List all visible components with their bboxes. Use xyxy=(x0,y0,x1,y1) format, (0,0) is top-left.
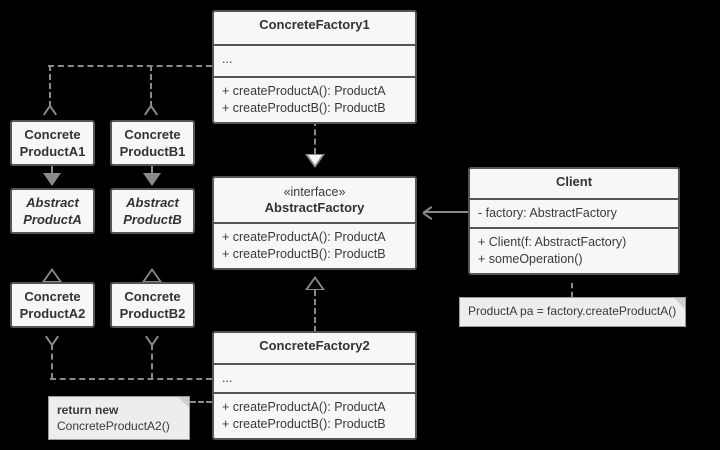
operation-row: + createProductA(): ProductA xyxy=(222,230,386,244)
realization-line-factory2 xyxy=(314,290,316,332)
operation-row: + createProductB(): ProductB xyxy=(222,247,386,261)
dependency-line-factory2-bus xyxy=(50,378,212,380)
class-operations-abstract-factory: + createProductA(): ProductA + createPro… xyxy=(214,222,415,268)
class-name-line-2: ProductA1 xyxy=(19,144,86,159)
attribute-row: - factory: AbstractFactory xyxy=(478,206,617,220)
generalization-arrowhead-abstractproductb-bottom xyxy=(142,268,162,282)
class-name-line-2: ProductB1 xyxy=(119,144,186,159)
association-line-client-abstractfactory xyxy=(425,211,468,213)
note-anchor-client xyxy=(571,283,573,297)
note-anchor-factory2 xyxy=(190,401,212,403)
class-operations-client: + Client(f: AbstractFactory) + someOpera… xyxy=(470,227,678,273)
class-name-concrete-product-a1: Concrete ProductA1 xyxy=(20,126,86,160)
class-name-concrete-factory-1: ConcreteFactory1 xyxy=(259,17,370,32)
operation-row: + createProductB(): ProductB xyxy=(222,417,386,431)
class-operations-concrete-factory-2: + createProductA(): ProductA + createPro… xyxy=(214,392,415,438)
note-text: ProductA pa = factory.createProductA() xyxy=(468,304,677,318)
realization-line-factory1 xyxy=(314,120,316,154)
class-box-concrete-product-a2[interactable]: Concrete ProductA2 xyxy=(10,282,95,328)
dependency-line-factory2-to-producta2 xyxy=(51,344,53,379)
note-factory-code[interactable]: return new ConcreteProductA2() xyxy=(48,396,190,440)
class-name-line-1: Concrete xyxy=(124,289,181,304)
class-name-line-2: ProductB2 xyxy=(119,306,186,321)
operation-row: + createProductA(): ProductA xyxy=(222,84,386,98)
note-text-line-2: ConcreteProductA2() xyxy=(57,419,170,433)
class-name-line-1: Concrete xyxy=(24,127,81,142)
note-fold-corner-icon xyxy=(178,397,189,408)
class-attributes-client: - factory: AbstractFactory xyxy=(470,198,678,227)
attribute-row: ... xyxy=(222,371,233,385)
generalization-arrowhead-abstractproducta-bottom xyxy=(42,268,62,282)
class-name-line-1: Abstract xyxy=(26,195,79,210)
note-client-code[interactable]: ProductA pa = factory.createProductA() xyxy=(459,297,686,327)
dependency-line-factory1-bus xyxy=(48,65,212,67)
realization-arrowhead-factory1 xyxy=(305,154,325,168)
attribute-row: ... xyxy=(222,52,233,66)
generalization-arrowhead-abstractproducta-top xyxy=(43,173,61,186)
operation-row: + createProductB(): ProductB xyxy=(222,101,386,115)
operation-row: + Client(f: AbstractFactory) xyxy=(478,235,627,249)
class-name-line-2: ProductA xyxy=(23,212,82,227)
dependency-line-factory1-to-producta1 xyxy=(49,65,51,107)
class-box-abstract-product-b[interactable]: Abstract ProductB xyxy=(110,188,195,234)
class-header-concrete-factory-2: ConcreteFactory2 xyxy=(214,333,415,363)
generalization-line-productb1 xyxy=(151,165,153,177)
class-box-concrete-factory-2[interactable]: ConcreteFactory2 ... + createProductA():… xyxy=(212,331,417,440)
class-header-abstract-factory: «interface» AbstractFactory xyxy=(214,178,415,222)
generalization-line-producta1 xyxy=(51,165,53,177)
class-name-line-2: ProductB xyxy=(123,212,182,227)
class-box-concrete-factory-1[interactable]: ConcreteFactory1 ... + createProductA():… xyxy=(212,10,417,124)
dependency-line-factory2-to-productb2 xyxy=(151,344,153,379)
class-name-concrete-factory-2: ConcreteFactory2 xyxy=(259,338,370,353)
class-box-client[interactable]: Client - factory: AbstractFactory + Clie… xyxy=(468,167,680,275)
operation-row: + someOperation() xyxy=(478,252,583,266)
dependency-line-factory1-to-productb1 xyxy=(150,65,152,107)
dependency-arrowhead-producta1 xyxy=(42,103,58,117)
class-name-concrete-product-b2: Concrete ProductB2 xyxy=(120,288,186,322)
class-name-concrete-product-a2: Concrete ProductA2 xyxy=(20,288,86,322)
class-attributes-concrete-factory-1: ... xyxy=(214,44,415,76)
class-stereotype-abstract-factory: «interface» xyxy=(283,185,346,199)
dependency-arrowhead-producta2 xyxy=(44,332,60,346)
note-text-line-1: return new xyxy=(57,403,119,417)
generalization-arrowhead-abstractproductb-top xyxy=(143,173,161,186)
class-attributes-concrete-factory-2: ... xyxy=(214,363,415,392)
class-box-concrete-product-b2[interactable]: Concrete ProductB2 xyxy=(110,282,195,328)
association-arrowhead-abstractfactory xyxy=(421,205,435,221)
dependency-arrowhead-productb1 xyxy=(143,103,159,117)
class-box-concrete-product-b1[interactable]: Concrete ProductB1 xyxy=(110,120,195,166)
realization-arrowhead-factory2 xyxy=(305,276,325,290)
class-name-abstract-factory: AbstractFactory xyxy=(264,200,365,215)
dependency-arrowhead-productb2 xyxy=(144,332,160,346)
class-box-abstract-factory[interactable]: «interface» AbstractFactory + createProd… xyxy=(212,176,417,270)
class-name-client: Client xyxy=(555,174,593,189)
operation-row: + createProductA(): ProductA xyxy=(222,400,386,414)
class-operations-concrete-factory-1: + createProductA(): ProductA + createPro… xyxy=(214,76,415,122)
class-name-abstract-product-b: Abstract ProductB xyxy=(123,194,182,228)
class-name-abstract-product-a: Abstract ProductA xyxy=(23,194,82,228)
class-box-concrete-product-a1[interactable]: Concrete ProductA1 xyxy=(10,120,95,166)
class-name-line-2: ProductA2 xyxy=(19,306,86,321)
class-name-line-1: Abstract xyxy=(126,195,179,210)
class-header-client: Client xyxy=(470,169,678,198)
class-name-line-1: Concrete xyxy=(24,289,81,304)
class-name-line-1: Concrete xyxy=(124,127,181,142)
class-header-concrete-factory-1: ConcreteFactory1 xyxy=(214,12,415,44)
note-fold-corner-icon xyxy=(674,298,685,309)
class-box-abstract-product-a[interactable]: Abstract ProductA xyxy=(10,188,95,234)
class-name-concrete-product-b1: Concrete ProductB1 xyxy=(120,126,186,160)
